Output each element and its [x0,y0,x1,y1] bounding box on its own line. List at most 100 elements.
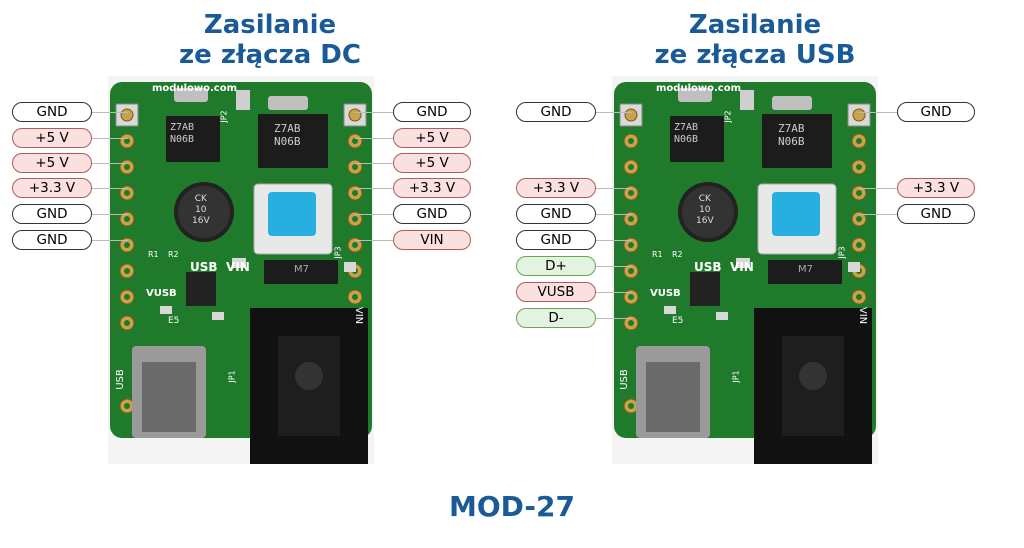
cap-label: CK 10 16V [696,194,714,227]
pin-label-gnd: GND [393,102,471,122]
silk-vusb: VUSB [650,288,681,299]
pin-label-gnd: GND [12,102,92,122]
pin-label-gnd: GND [12,230,92,250]
pin-label-gnd: GND [516,204,596,224]
silk-vin2: VIN [353,306,365,325]
wire [355,163,393,164]
chip1-label: Z7AB N06B [674,122,698,146]
pin-label-gnd: GND [516,102,596,122]
wire [355,240,393,241]
pin-label-dplus: D+ [516,256,596,276]
silk-jp1: JP1 [731,370,741,383]
pin-label-gnd: GND [393,204,471,224]
wire [594,112,632,113]
silk-usb: USB [694,260,722,274]
pcb-brand: modulowo.com [656,83,741,94]
chip2-line1: Z7AB [274,122,301,135]
pin-label-3v3: +3.3 V [12,178,92,198]
title-usb-line1: Zasilanie [688,10,822,40]
pcb-image-right [612,76,878,464]
silk-d: M7 [798,264,813,275]
silk-vin: VIN [226,260,250,274]
pin-label-5v: +5 V [12,153,92,173]
silk-e5: E5 [168,316,180,326]
chip2-line2: N06B [778,135,805,148]
pcb-brand: modulowo.com [152,83,237,94]
wire [90,112,128,113]
board-left: modulowo.com Z7AB N06B Z7AB N06B CK 10 1… [108,76,374,464]
silk-r2: R2 [672,250,683,259]
wire [594,188,632,189]
silk-jp2: JP2 [723,110,733,123]
wire [90,138,128,139]
chip1-label: Z7AB N06B [170,122,194,146]
wire [594,266,632,267]
cap-line1: CK [194,194,207,204]
cap-line2: 10 [195,205,207,215]
wire [859,188,897,189]
pin-label-gnd: GND [12,204,92,224]
pin-label-5v: +5 V [12,128,92,148]
title-usb: Zasilanie ze złącza USB [585,10,925,70]
silk-jp3: JP3 [333,246,343,259]
chip2-line2: N06B [274,135,301,148]
wire [90,240,128,241]
wire [355,188,393,189]
silk-usb: USB [190,260,218,274]
pin-label-gnd: GND [897,102,975,122]
title-dc-line2: ze złącza DC [179,40,361,70]
chip1-line2: N06B [674,134,699,145]
wire [594,240,632,241]
silk-jp3: JP3 [837,246,847,259]
cap-line2: 10 [699,205,711,215]
title-dc-line1: Zasilanie [203,10,337,40]
title-usb-line2: ze złącza USB [654,40,856,70]
cap-label: CK 10 16V [192,194,210,227]
wire [90,188,128,189]
footer-model: MOD-27 [448,490,575,523]
wire [90,163,128,164]
chip2-label: Z7AB N06B [778,122,805,148]
pin-label-gnd: GND [897,204,975,224]
silk-jp1: JP1 [227,370,237,383]
wire [355,214,393,215]
pin-label-3v3: +3.3 V [516,178,596,198]
pcb-image-left [108,76,374,464]
silk-vin2: VIN [857,306,869,325]
chip1-line1: Z7AB [674,122,699,133]
silk-r1: R1 [652,250,663,259]
silk-r2: R2 [168,250,179,259]
pin-label-dminus: D- [516,308,596,328]
pin-label-gnd: GND [516,230,596,250]
pin-label-3v3: +3.3 V [393,178,471,198]
cap-line3: 16V [192,216,210,226]
silk-r1: R1 [148,250,159,259]
pin-label-vin: VIN [393,230,471,250]
wire [355,112,393,113]
wire [90,214,128,215]
chip2-label: Z7AB N06B [274,122,301,148]
title-dc: Zasilanie ze złącza DC [100,10,440,70]
pin-label-5v: +5 V [393,128,471,148]
silk-d: M7 [294,264,309,275]
silk-usb-conn: USB [618,369,630,390]
chip1-line1: Z7AB [170,122,195,133]
silk-jp2: JP2 [219,110,229,123]
silk-usb-conn: USB [114,369,126,390]
wire [859,214,897,215]
cap-line3: 16V [696,216,714,226]
cap-line1: CK [698,194,711,204]
pin-label-vusb: VUSB [516,282,596,302]
wire [594,214,632,215]
silk-vusb: VUSB [146,288,177,299]
pin-label-5v: +5 V [393,153,471,173]
silk-e5: E5 [672,316,684,326]
wire [594,292,632,293]
pin-label-3v3: +3.3 V [897,178,975,198]
chip2-line1: Z7AB [778,122,805,135]
board-right: modulowo.com Z7AB N06B Z7AB N06B CK 10 1… [612,76,878,464]
chip1-line2: N06B [170,134,195,145]
silk-vin: VIN [730,260,754,274]
wire [594,318,632,319]
wire [859,112,897,113]
